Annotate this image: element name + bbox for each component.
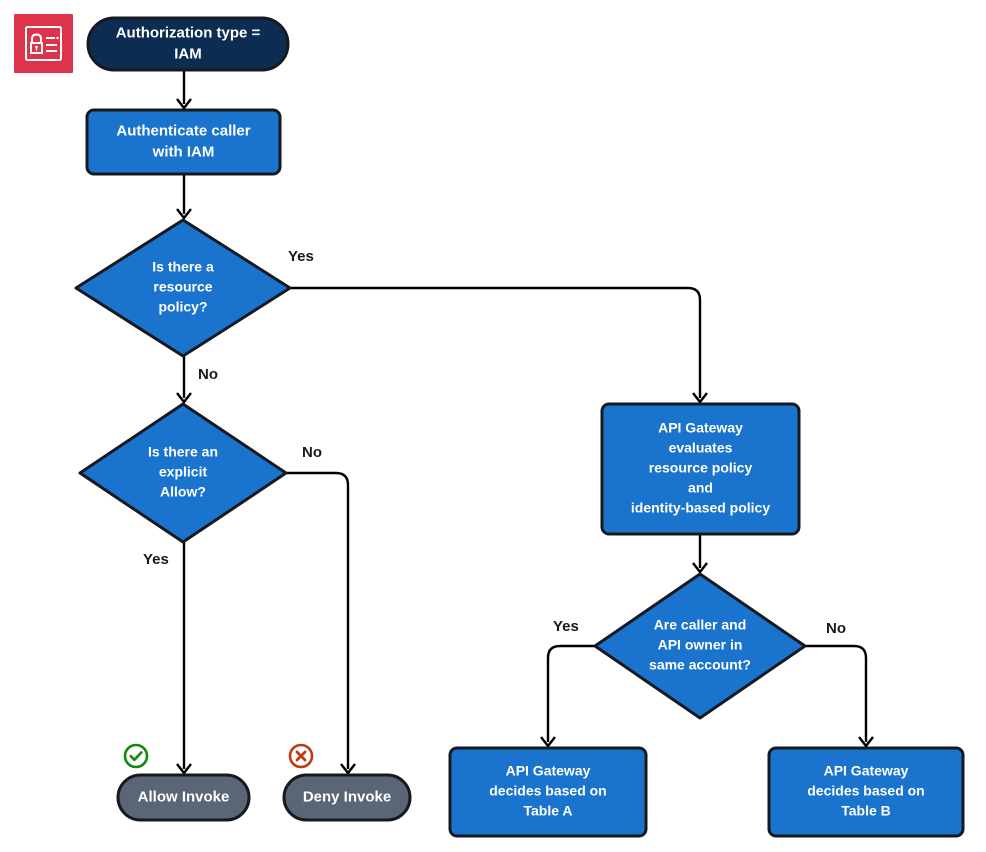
node-deny-invoke[interactable]: Deny Invoke [282,773,412,822]
decision-is-there-an-explicit-allow-shape [78,402,288,544]
node-authorization-type-iam-shape [86,16,290,72]
node-deny-invoke-label-line-0: Deny Invoke [303,788,391,805]
arrowhead-to-table-a [540,736,556,748]
edge-label-yes-resource-policy: Yes [288,248,314,265]
node-authenticate-caller-with-iam-label-line-0: Authenticate caller [116,122,250,139]
node-api-gateway-evaluates-policies-label-line-1: evaluates [669,440,733,456]
node-allow-invoke[interactable]: Allow Invoke [116,773,251,822]
edge-label-yes-explicit-allow: Yes [143,551,169,568]
edge-label-no-resource-policy: No [198,366,218,383]
node-authenticate-caller-with-iam[interactable]: Authenticate caller with IAM [85,108,282,176]
node-api-gateway-evaluates-policies-label-line-2: resource policy [649,460,753,476]
decision-is-there-an-explicit-allow-label-line-0: Is there an [148,444,218,460]
edge-label-no-explicit-allow: No [302,444,322,461]
arrowhead-to-same-account [692,562,708,574]
arrowhead-to-table-b [858,736,874,748]
node-api-gateway-evaluates-policies-label-line-3: and [688,480,713,496]
nodes-layer: Authorization type = IAM Authenticate call… [74,16,965,838]
node-api-gateway-evaluates-policies-label-line-4: identity-based policy [631,500,770,516]
decision-is-there-a-resource-policy-label-line-1: resource [153,279,212,295]
node-allow-invoke-shape [116,773,251,822]
connector-explicit-allow-no-to-deny-invoke [286,471,350,769]
arrowhead-to-allow-invoke [176,763,192,775]
node-authenticate-caller-with-iam-shape [85,108,282,176]
node-api-gateway-decides-table-b[interactable]: API Gateway decides based on Table B [767,746,965,838]
decision-are-caller-and-api-owner-in-same-account-shape [593,572,807,720]
decision-is-there-a-resource-policy-label-line-2: policy? [158,299,207,315]
iam-icon [14,14,73,73]
arrowhead-to-authenticate [176,98,192,110]
decision-is-there-a-resource-policy-shape [74,218,292,358]
node-api-gateway-decides-table-a-label-line-2: Table A [523,803,572,819]
node-api-gateway-decides-table-b-shape [767,746,965,838]
decision-is-there-a-resource-policy[interactable]: Is there a resource policy? [74,218,292,358]
node-authorization-type-iam[interactable]: Authorization type = IAM [86,16,290,72]
node-api-gateway-decides-table-a-label-line-1: decides based on [489,783,606,799]
status-allow-check [123,743,149,769]
connector-same-account-no-to-table-b [805,644,868,742]
node-api-gateway-decides-table-a-shape [448,746,648,838]
arrowhead-to-deny-invoke [340,763,356,775]
decision-is-there-an-explicit-allow-label-line-2: Allow? [160,484,206,500]
node-authorization-type-iam-label-line-1: IAM [174,45,202,62]
decision-are-caller-and-api-owner-in-same-account-label-line-2: same account? [649,657,751,673]
decision-are-caller-and-api-owner-in-same-account-label-line-1: API owner in [658,637,743,653]
decision-is-there-a-resource-policy-label-line-0: Is there a [152,259,214,275]
decision-are-caller-and-api-owner-in-same-account-label-line-0: Are caller and [654,617,747,633]
status-markers-layer [123,743,314,769]
edge-label-no-same-account: No [826,620,846,637]
success-check-circle-icon-ring [123,743,149,769]
connector-same-account-yes-to-table-a [546,644,595,742]
node-api-gateway-evaluates-policies[interactable]: API Gateway evaluates resource policy and id… [600,402,801,536]
node-api-gateway-decides-table-a-label-line-0: API Gateway [506,763,591,779]
node-deny-invoke-shape [282,773,412,822]
node-authenticate-caller-with-iam-label-line-1: with IAM [152,143,215,160]
arrowhead-to-evaluates [692,392,708,404]
node-api-gateway-decides-table-a[interactable]: API Gateway decides based on Table A [448,746,648,838]
error-x-circle-icon-stroke-b [295,750,307,762]
connector-resource-policy-yes-to-evaluates [290,286,702,398]
connectors-layer [182,70,868,769]
node-authorization-type-iam-label-line-0: Authorization type = [116,24,261,41]
node-api-gateway-decides-table-b-label-line-2: Table B [841,803,891,819]
node-api-gateway-evaluates-policies-shape [600,402,801,536]
error-x-circle-icon-ring [288,743,314,769]
status-deny-cross [288,743,314,769]
arrowhead-to-resource-policy [176,208,192,220]
success-check-circle-icon-check [129,751,143,762]
arrowheads-layer [176,98,874,775]
arrowhead-to-explicit-allow [176,392,192,404]
node-api-gateway-evaluates-policies-label-line-0: API Gateway [658,420,743,436]
node-api-gateway-decides-table-b-label-line-0: API Gateway [824,763,909,779]
node-allow-invoke-label-line-0: Allow Invoke [138,788,230,805]
edge-label-yes-same-account: Yes [553,618,579,635]
decision-is-there-an-explicit-allow-label-line-1: explicit [159,464,208,480]
node-api-gateway-decides-table-b-label-line-1: decides based on [807,783,924,799]
